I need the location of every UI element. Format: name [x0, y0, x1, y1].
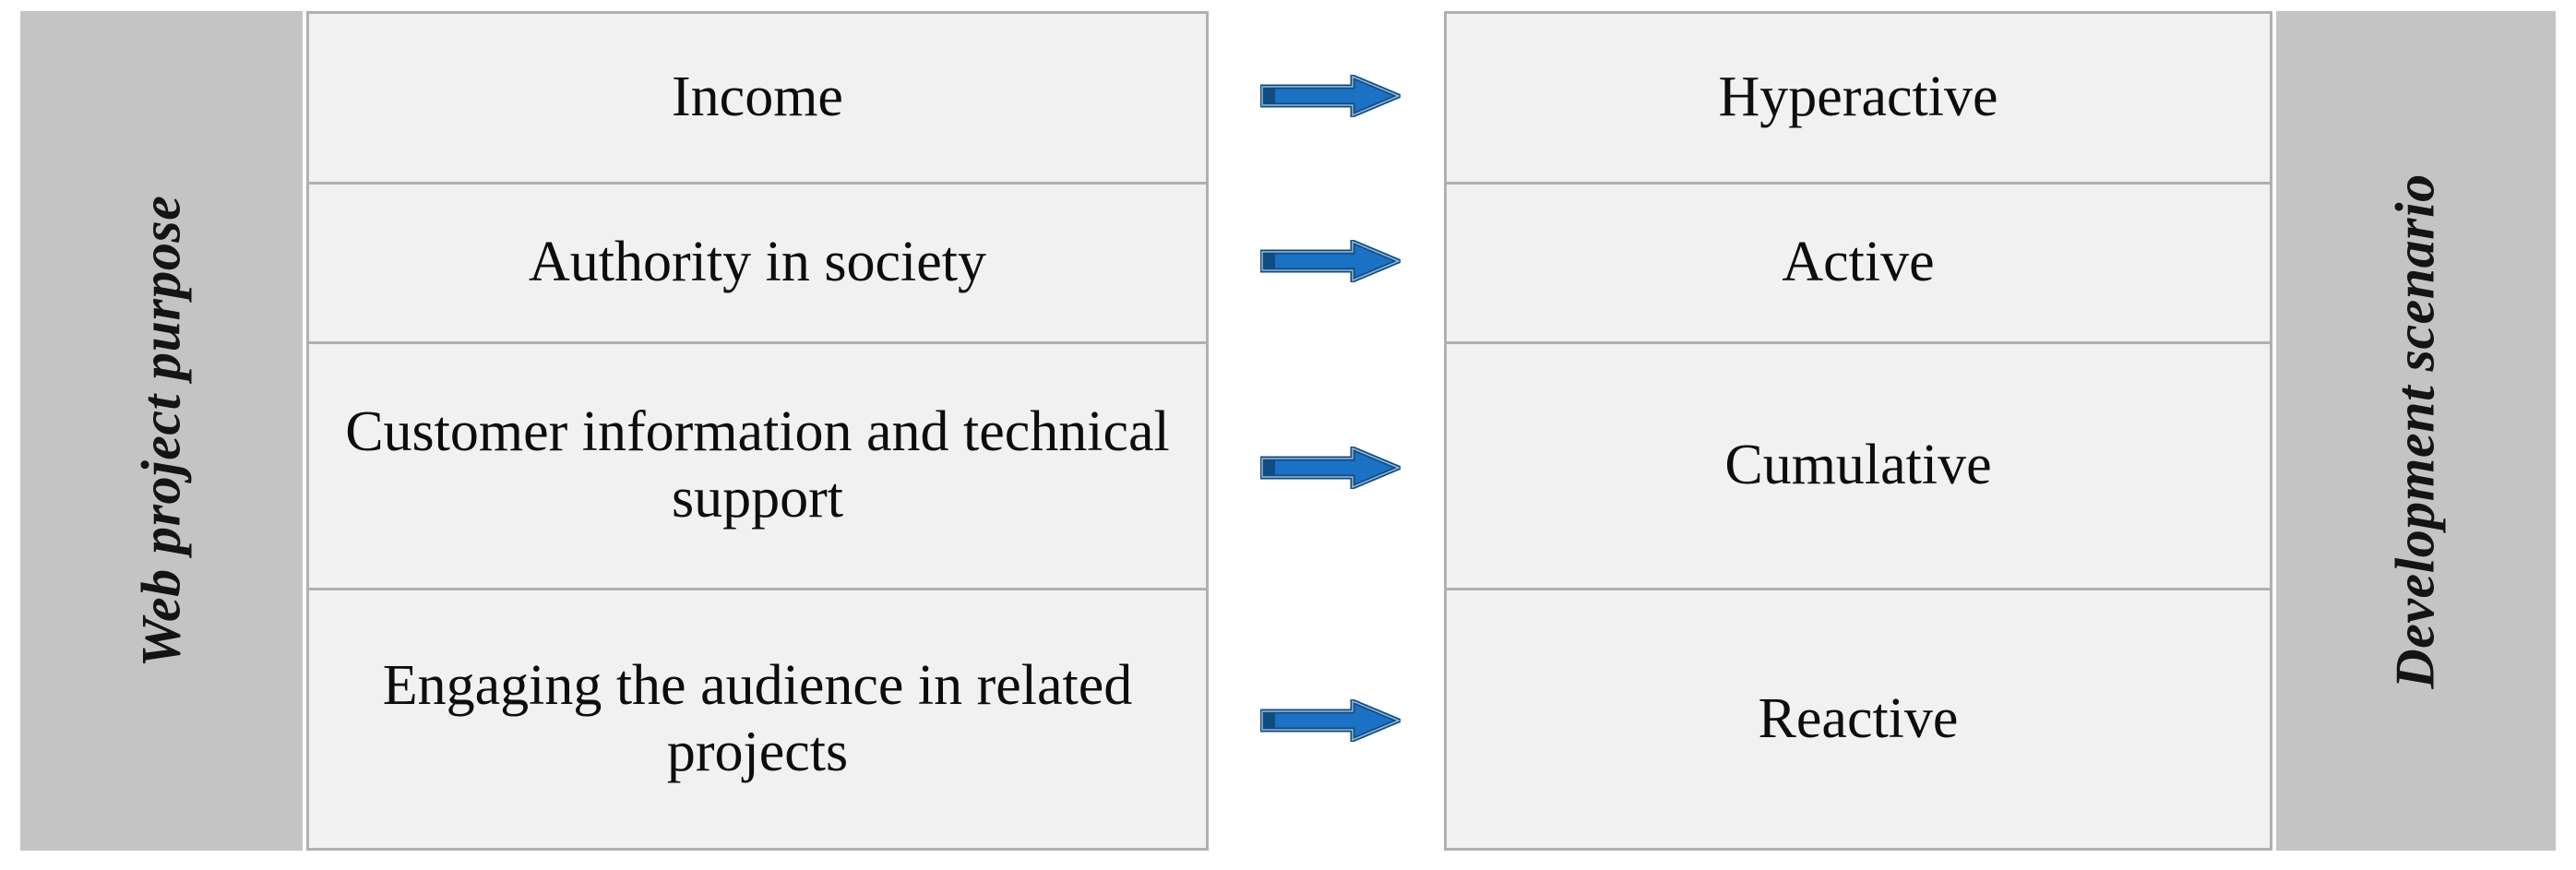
purpose-cell-1[interactable]: Income: [306, 11, 1209, 182]
right-axis-band: Development scenario: [2276, 11, 2556, 851]
purpose-label-3: Customer information and technical suppo…: [345, 400, 1170, 530]
purpose-label-1: Income: [672, 66, 843, 129]
right-block-arrow-icon: [1260, 447, 1401, 489]
left-axis-band: Web project purpose: [20, 11, 303, 851]
purpose-column: Income Authority in society Customer inf…: [306, 11, 1209, 851]
scenario-label-4: Reactive: [1758, 686, 1959, 750]
left-axis-label: Web project purpose: [130, 195, 192, 667]
scenario-cell-4[interactable]: Reactive: [1444, 588, 2272, 851]
scenario-cell-1[interactable]: Hyperactive: [1444, 11, 2272, 182]
scenario-label-2: Active: [1782, 231, 1935, 294]
scenario-column: Hyperactive Active Cumulative Reactive: [1444, 11, 2272, 851]
right-axis-label: Development scenario: [2385, 173, 2447, 689]
scenario-cell-2[interactable]: Active: [1444, 182, 2272, 341]
purpose-cell-4[interactable]: Engaging the audience in related project…: [306, 588, 1209, 851]
right-block-arrow-icon: [1260, 75, 1401, 117]
right-block-arrow-icon: [1260, 699, 1401, 742]
scenario-cell-3[interactable]: Cumulative: [1444, 341, 2272, 588]
purpose-cell-3[interactable]: Customer information and technical suppo…: [306, 341, 1209, 588]
scenario-label-3: Cumulative: [1724, 434, 1992, 497]
scenario-label-1: Hyperactive: [1718, 66, 1998, 129]
purpose-label-2: Authority in society: [529, 231, 986, 294]
purpose-label-4: Engaging the audience in related project…: [382, 653, 1133, 783]
right-block-arrow-icon: [1260, 240, 1401, 282]
purpose-cell-2[interactable]: Authority in society: [306, 182, 1209, 341]
